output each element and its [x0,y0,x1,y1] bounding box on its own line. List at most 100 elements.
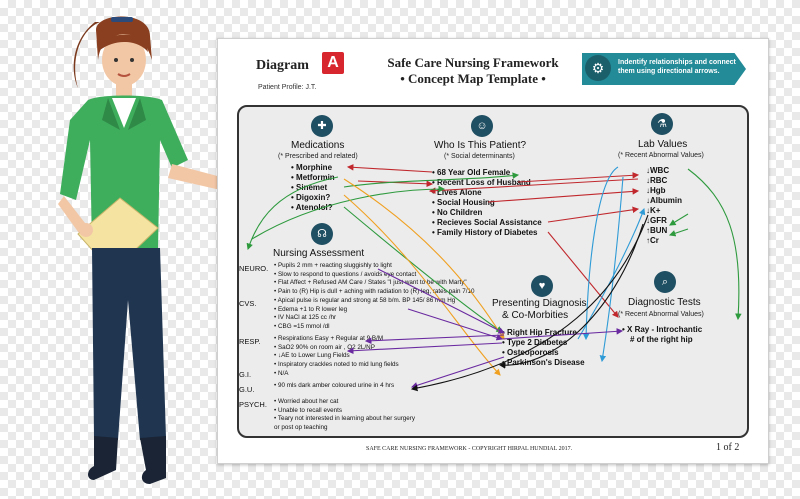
assessment-line: • Pupils 2 mm + reacting sluggishly to l… [274,262,392,269]
list-item: • Family History of Diabetes [432,228,538,237]
medications-subtitle: (* Prescribed and related) [278,153,358,160]
resp-label: RESP. [239,337,261,346]
heartbeat-icon: ♥ [531,275,553,297]
people-icon: ☺ [471,115,493,137]
labs-title: Lab Values [638,139,688,150]
list-item: ↓Albumin [646,196,682,205]
gi-lines: • N/A [274,370,288,379]
list-item: • 68 Year Old Female [432,168,511,177]
face [102,34,146,86]
arrow-green [343,172,520,188]
assessment-line: • Respirations Easy + Regular at 9 B/M [274,335,384,342]
hair [96,16,152,60]
gu-lines: • 90 mls dark amber coloured urine in 4 … [274,382,394,391]
page-title: Safe Care Nursing Framework [387,55,559,70]
list-item: ↑BUN [646,226,668,235]
tests-subtitle: (* Recent Abnormal Values) [618,311,704,318]
assessment-line: • CBG =15 mmol /dl [274,322,330,330]
list-item: • No Children [432,208,483,217]
list-item: ↑Cr [646,236,659,245]
assessment-line: • Flat Affect + Refused AM Care / States… [274,279,467,287]
neuro-label: NEURO. [239,264,269,273]
cvs-lines: • Apical pulse is regular and strong at … [274,297,455,331]
psych-label: PSYCH. [239,400,267,409]
list-item: ↓K+ [646,206,661,215]
patient-title: Who Is This Patient? [434,140,527,151]
list-item: • Metformin [291,173,335,182]
arrow-purple [364,334,505,345]
list-item: • Recieves Social Assistance [432,218,542,227]
diagram-label: Diagram [256,58,309,73]
list-item: • Type 2 Diabetes [502,338,568,347]
cvs-label: CVS. [239,299,257,308]
arrow-blue [577,207,646,340]
navy-pants [92,248,166,440]
list-item: • Sinemet [291,183,328,192]
arrow-green [669,213,689,226]
medications-list: • Morphine • Metformin • Sinemet • Digox… [291,163,335,213]
medications-title: Medications [291,140,345,151]
arrow-orange [343,194,501,376]
nurse-illustration [58,16,270,484]
labs-list: ↓WBC ↓RBC ↓Hgb ↓Albumin ↓K+ ↓GFR ↑BUN ↑C… [646,166,682,246]
arrow-red [547,206,640,223]
arrow-black [410,214,649,392]
neuro-lines: • Pupils 2 mm + reacting sluggishly to l… [274,262,474,296]
arrow-red [428,178,639,194]
resp-lines: • Respirations Easy + Regular at 9 B/M •… [274,335,399,369]
ponytail [73,22,100,88]
list-item: • Atenolol? [291,203,333,212]
pill-bottle-icon: ✚ [311,115,333,137]
arrow-green [251,185,446,240]
list-item: • Morphine [291,163,333,172]
green-shirt [60,95,188,250]
arrow-purple [407,308,504,341]
relationship-arrows [246,164,742,392]
arrow-purple [377,268,505,334]
diagram-badge: A [322,52,344,74]
arrow-red [346,164,433,173]
arrow-green [246,176,339,251]
test-tubes-icon: ⚗ [651,113,673,135]
arrow-blue [582,166,619,341]
list-item: ↓Hgb [646,186,666,195]
tests-title: Diagnostic Tests [628,297,701,308]
page-subtitle: • Concept Map Template • [400,71,546,86]
diagnosis-list: • Right Hip Fracture • Type 2 Diabetes •… [502,328,585,368]
assessment-line: • Apical pulse is regular and strong at … [274,297,456,304]
diagnosis-subtitle: & Co-Morbities [502,310,569,321]
arrow-orange [343,178,505,340]
assessment-line: • 90 mls dark amber coloured urine in 4 … [274,382,395,389]
list-item: • Digoxin? [291,193,331,202]
list-item: • Parkinson's Disease [502,358,585,367]
list-item: • Social Housing [432,198,495,207]
diagnosis-title: Presenting Diagnosis [492,298,587,309]
arrow-purple [346,342,503,355]
list-item: ↓GFR [646,216,667,225]
assessment-line: • Inspiratory crackles noted to mid lung… [274,360,399,368]
arrow-purple [410,356,505,389]
list-item: # of the right hip [630,335,693,344]
arrow-green [668,228,689,237]
list-item: • Recent Loss of Husband [432,178,531,187]
labs-subtitle: (* Recent Abnormal Values) [618,152,704,159]
psych-lines: • Worried about her cat • Unable to reca… [274,398,415,432]
arrow-purple [501,328,624,340]
arrow-black [498,223,644,369]
tests-list: • X Ray - Introchantic # of the right hi… [622,325,702,345]
arrow-green [343,206,503,333]
list-item: • Osteoporosis [502,348,559,357]
assessment-line: or post op teaching [274,423,328,431]
arrow-red [487,188,640,203]
gu-label: G.U. [239,385,255,394]
list-item: • Right Hip Fracture [502,328,577,337]
list-item: • Lives Alone [432,188,482,197]
hair-band [111,17,133,22]
assessment-line: • N/A [274,370,289,377]
assessment-line: • SaO2 90% on room air , O2 2L/NP [274,343,375,351]
patient-subtitle: (* Social determinants) [444,153,515,160]
assessment-line: • Pain to (R) Hip is dull + aching with … [274,287,475,295]
assessment-line: • Edema +1 to R lower leg [274,305,348,313]
copyright-footer: SAFE CARE NURSING FRAMEWORK - COPYRIGHT … [366,446,573,452]
arrow-red [547,231,619,318]
